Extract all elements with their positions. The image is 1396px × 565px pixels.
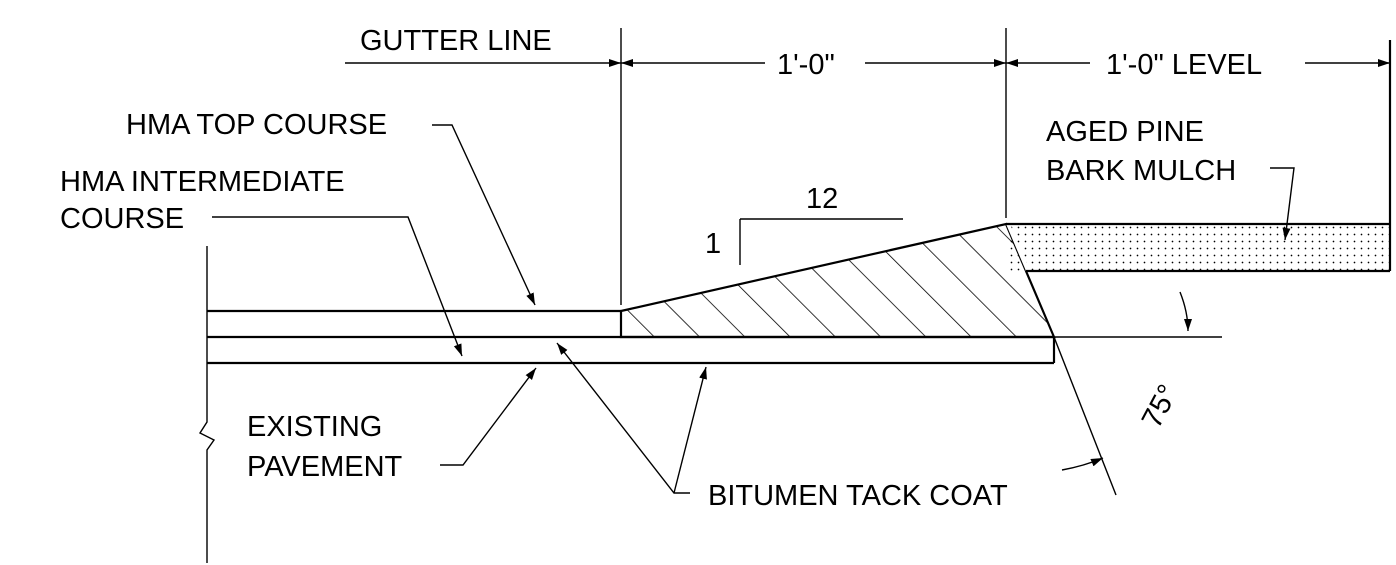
tack-coat-leader-left (556, 342, 690, 494)
slope-run-label: 12 (806, 183, 838, 215)
angle-75-indicator (1053, 291, 1222, 496)
aged-pine-label-2: BARK MULCH (1046, 155, 1236, 187)
hma-top-course-leader (432, 124, 536, 306)
existing-pavement-leader (440, 367, 537, 466)
hma-intermediate-course-layer (207, 335, 1056, 365)
slope-rise-label: 1 (705, 228, 721, 260)
pine-bark-mulch-band (1006, 40, 1392, 273)
hma-intermediate-label-2: COURSE (60, 203, 184, 235)
dim-1ft-label: 1'-0" (777, 49, 835, 81)
hma-top-course-label: HMA TOP COURSE (126, 109, 387, 141)
mulch-leader (1270, 167, 1295, 241)
hatched-wedge (619, 222, 1056, 339)
aged-pine-label-1: AGED PINE (1046, 116, 1204, 148)
hma-intermediate-label-1: HMA INTERMEDIATE (60, 166, 345, 198)
slope-indicator (739, 218, 903, 265)
tack-coat-label: BITUMEN TACK COAT (708, 480, 1008, 512)
dim-1ft-level-label: 1'-0" LEVEL (1106, 49, 1262, 81)
gutter-line-label: GUTTER LINE (360, 25, 552, 57)
angle-75-label: 75° (1136, 380, 1185, 434)
hma-intermediate-leader (212, 216, 463, 357)
left-break-line (198, 246, 216, 563)
tack-coat-leader-right (673, 366, 707, 494)
existing-pavement-label-2: PAVEMENT (247, 451, 403, 483)
existing-pavement-label-1: EXISTING (247, 411, 382, 443)
